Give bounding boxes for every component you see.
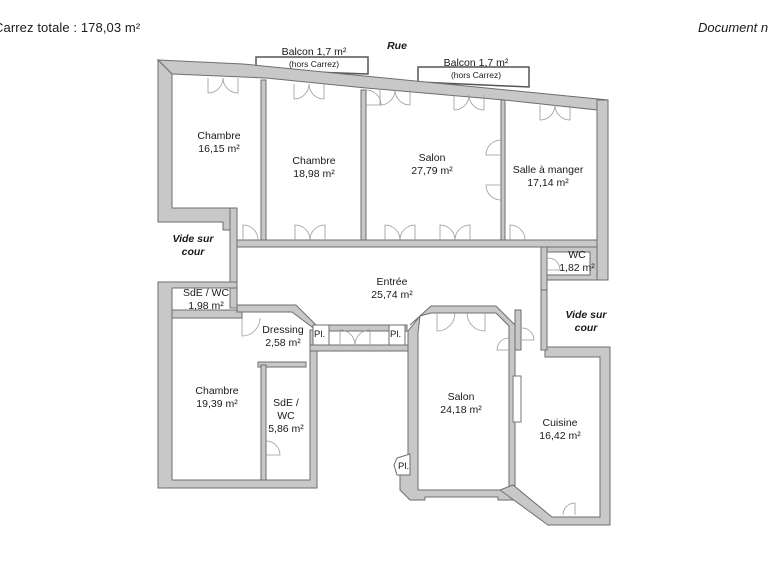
closet-label-2: Pl. [390, 329, 402, 340]
total-carrez-area: Carrez totale : 178,03 m² [0, 20, 141, 35]
closet-label-1: Pl. [314, 329, 326, 340]
street-label: Rue [387, 40, 407, 52]
balcony-label-right: Balcon 1,7 m² (hors Carrez) [443, 57, 509, 80]
document-reference: Document n [698, 20, 768, 35]
kitchen-walls [498, 346, 611, 526]
balcony-right [417, 66, 530, 88]
left-wall-lower [157, 281, 318, 489]
balcony-label-left: Balcon 1,7 m² (hors Carrez) [281, 46, 347, 69]
closet-label-3: Pl. [398, 461, 410, 472]
